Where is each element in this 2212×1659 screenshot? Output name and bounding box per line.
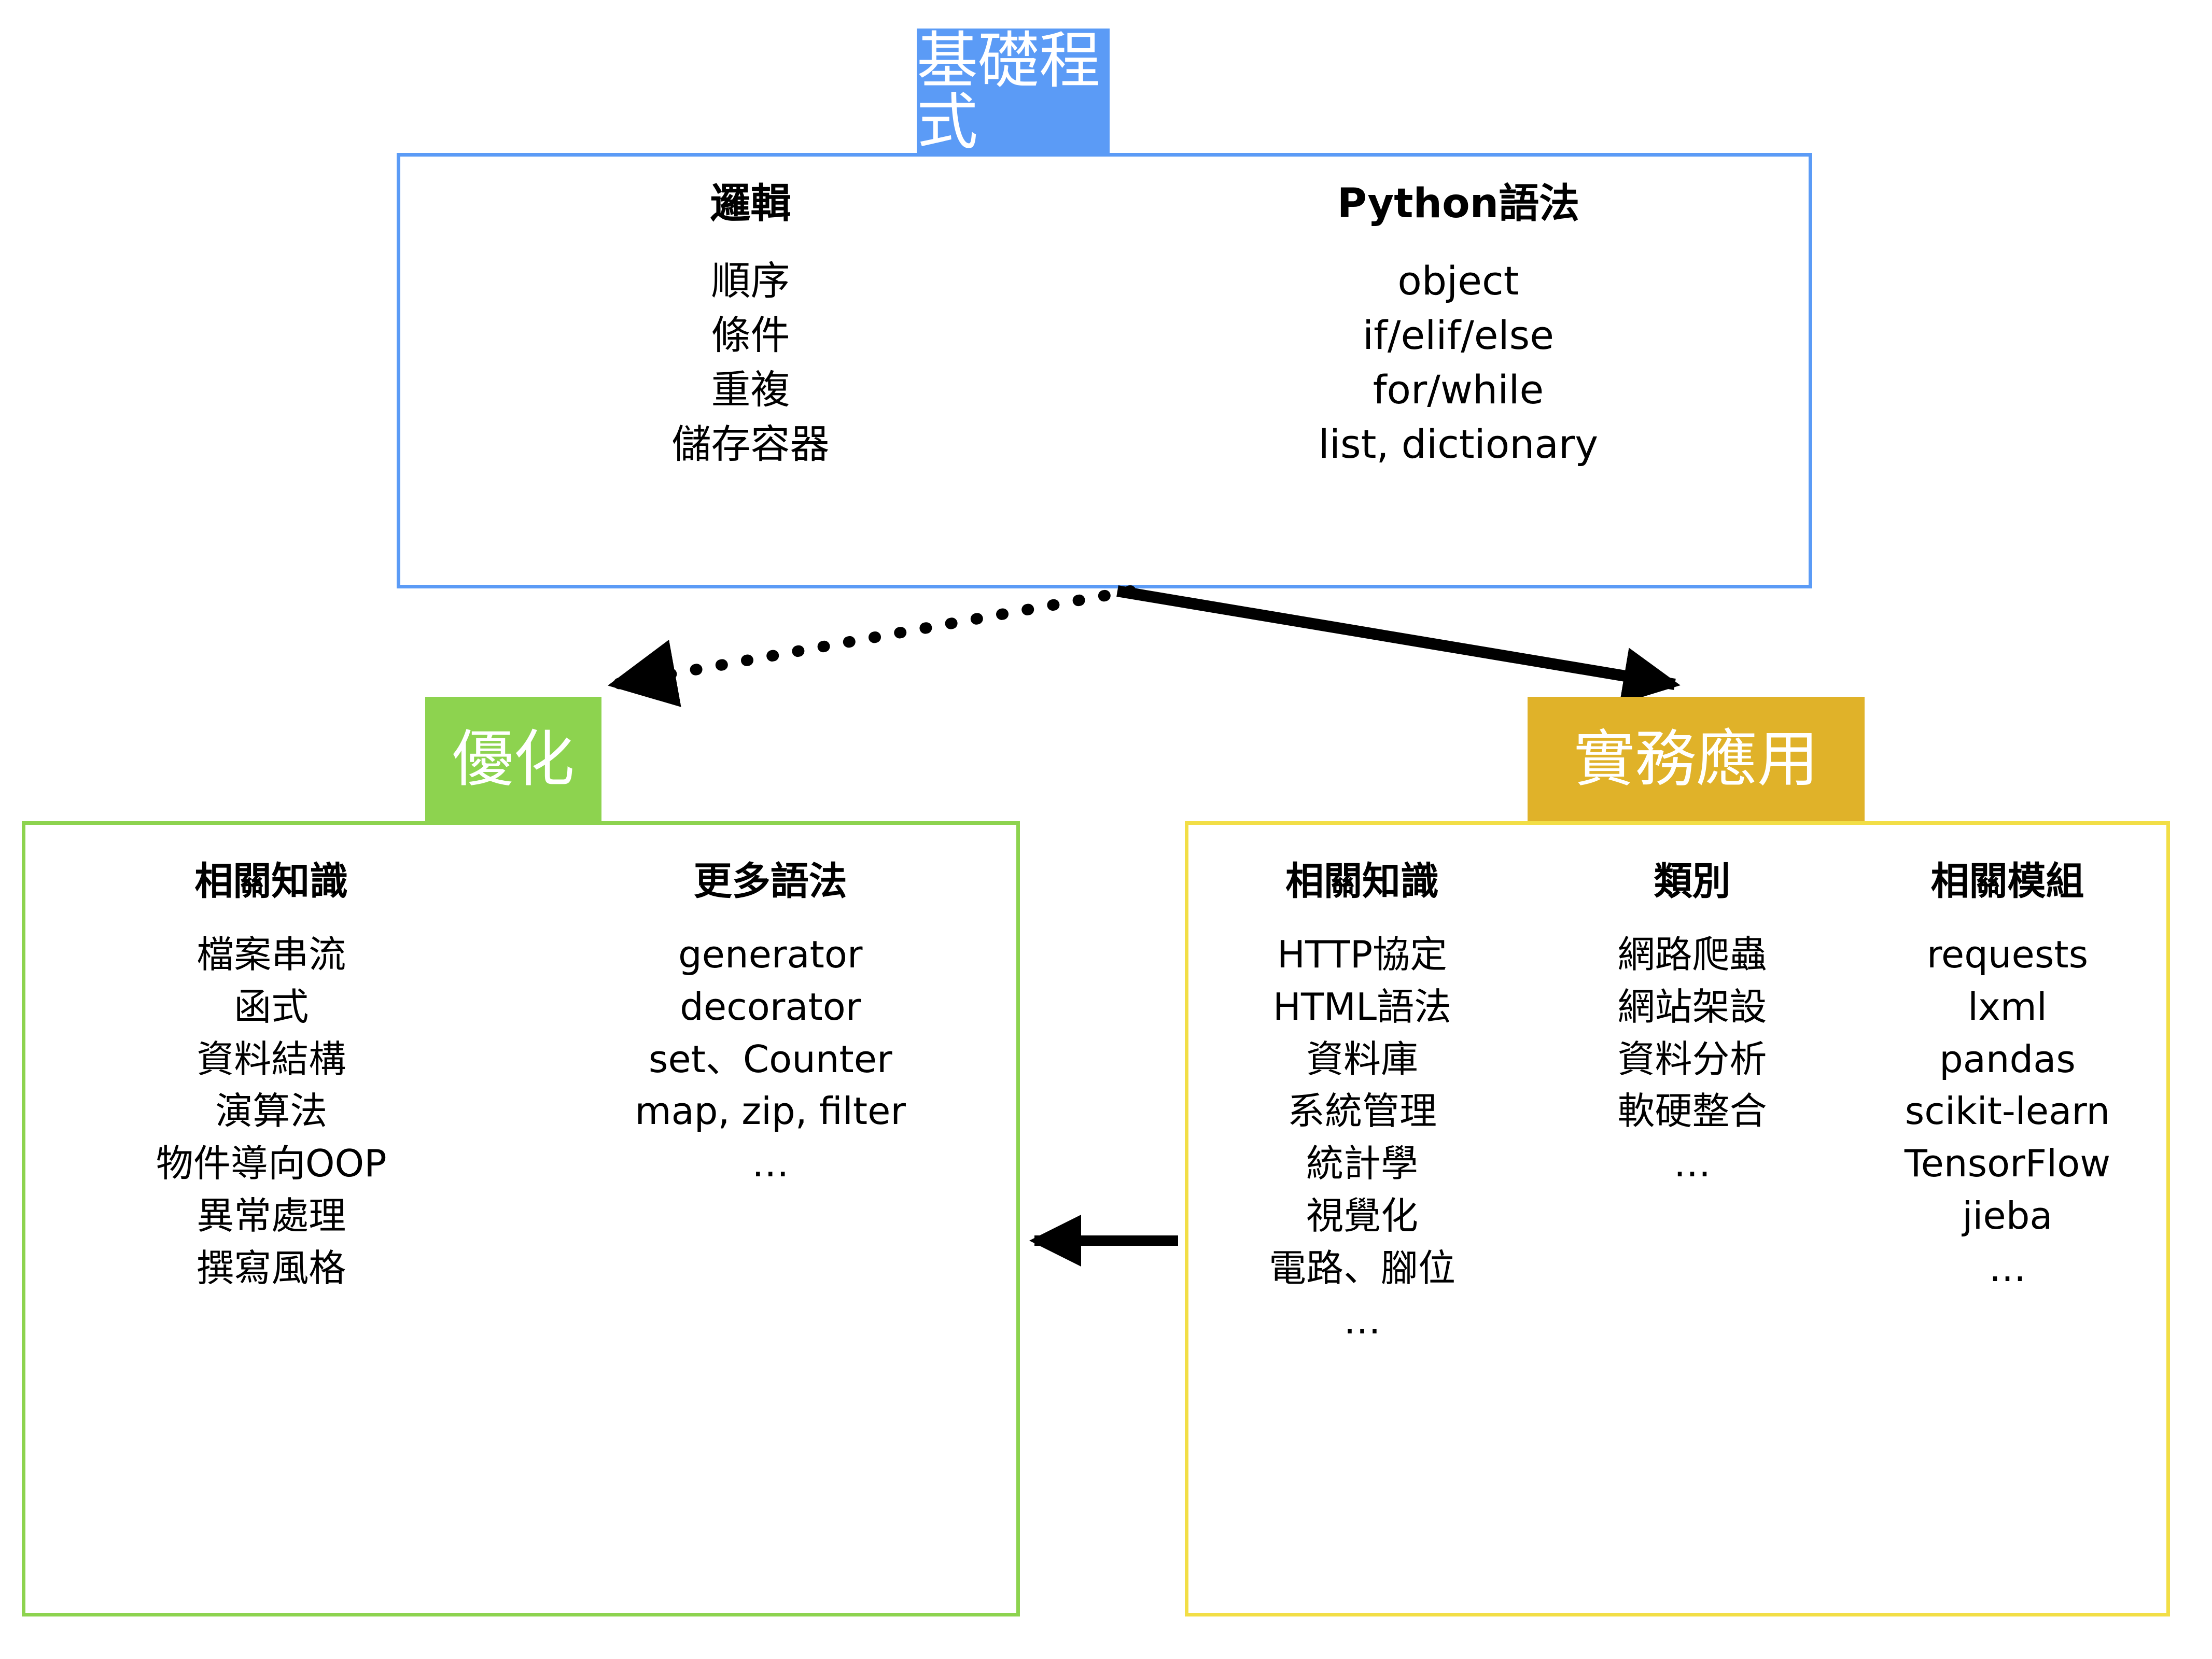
list-item: … <box>1673 1142 1711 1186</box>
list-item: … <box>1989 1246 2026 1290</box>
column-items: object if/elif/else for/while list, dict… <box>1319 254 1598 472</box>
list-item: 函式 <box>234 985 309 1029</box>
practice-column-related-modules: 相關模組 requests lxml pandas scikit-learn T… <box>1845 850 2170 1346</box>
panel-basics <box>397 153 1812 588</box>
badge-practice-label: 實務應用 <box>1573 723 1818 795</box>
column-header: 更多語法 <box>693 859 847 904</box>
list-item: 軟硬整合 <box>1617 1089 1767 1133</box>
list-item: 物件導向OOP <box>156 1142 387 1186</box>
column-header: 邏輯 <box>710 180 791 227</box>
list-item: HTML語法 <box>1272 985 1452 1029</box>
list-item: jieba <box>1962 1193 2053 1238</box>
list-item: 資料結構 <box>197 1037 346 1081</box>
list-item: map, zip, filter <box>635 1089 906 1133</box>
badge-practice: 實務應用 <box>1528 697 1865 821</box>
optimization-column-related-knowledge: 相關知識 檔案串流 函式 資料結構 演算法 物件導向OOP 異常處理 撰寫風格 <box>22 850 521 1295</box>
list-item: 撰寫風格 <box>197 1246 346 1290</box>
practice-column-category: 類別 網路爬蟲 網站架設 資料分析 軟硬整合 … <box>1539 850 1845 1346</box>
list-item: 儲存容器 <box>671 420 830 467</box>
practice-columns: 相關知識 HTTP協定 HTML語法 資料庫 系統管理 統計學 視覺化 電路、腳… <box>1185 850 2170 1346</box>
list-item: scikit-learn <box>1905 1089 2110 1133</box>
list-item: lxml <box>1968 985 2047 1029</box>
list-item: set、Counter <box>648 1037 892 1081</box>
list-item: requests <box>1926 933 2089 976</box>
list-item: 網路爬蟲 <box>1617 933 1767 976</box>
optimization-column-more-syntax: 更多語法 generator decorator set、Counter map… <box>521 850 1020 1295</box>
column-items: generator decorator set、Counter map, zip… <box>635 929 906 1190</box>
panel-optimization <box>22 821 1020 1616</box>
list-item: … <box>751 1142 789 1186</box>
column-header: 相關知識 <box>1285 859 1439 904</box>
badge-optimization-label: 優化 <box>452 723 575 795</box>
list-item: object <box>1397 258 1519 304</box>
arrow-basics-to-optimization <box>608 585 1136 707</box>
list-item: pandas <box>1939 1037 2076 1081</box>
basics-column-logic: 邏輯 順序 條件 重複 儲存容器 <box>397 171 1104 472</box>
list-item: 網站架設 <box>1617 985 1767 1029</box>
list-item: 演算法 <box>215 1089 328 1133</box>
column-header: 相關知識 <box>194 859 348 904</box>
column-items: requests lxml pandas scikit-learn Tensor… <box>1905 929 2110 1295</box>
list-item: 系統管理 <box>1287 1089 1437 1133</box>
list-item: list, dictionary <box>1318 420 1599 467</box>
column-header: 相關模組 <box>1930 859 2084 904</box>
column-header: Python語法 <box>1337 180 1580 227</box>
badge-basics: 基礎程式 <box>917 29 1110 154</box>
list-item: 資料分析 <box>1617 1037 1767 1081</box>
list-item: 重複 <box>711 366 790 413</box>
optimization-columns: 相關知識 檔案串流 函式 資料結構 演算法 物件導向OOP 異常處理 撰寫風格 … <box>22 850 1020 1295</box>
practice-column-related-knowledge: 相關知識 HTTP協定 HTML語法 資料庫 系統管理 統計學 視覺化 電路、腳… <box>1185 850 1539 1346</box>
badge-basics-label: 基礎程式 <box>917 25 1101 158</box>
column-items: HTTP協定 HTML語法 資料庫 系統管理 統計學 視覺化 電路、腳位 … <box>1269 929 1455 1346</box>
list-item: 順序 <box>711 258 790 304</box>
list-item: if/elif/else <box>1362 312 1555 358</box>
panel-practice <box>1185 821 2170 1616</box>
list-item: generator <box>678 933 863 976</box>
list-item: HTTP協定 <box>1277 933 1448 976</box>
column-items: 檔案串流 函式 資料結構 演算法 物件導向OOP 異常處理 撰寫風格 <box>156 929 387 1295</box>
list-item: 異常處理 <box>197 1193 346 1238</box>
list-item: TensorFlow <box>1904 1142 2111 1186</box>
column-items: 順序 條件 重複 儲存容器 <box>672 254 830 472</box>
list-item: 條件 <box>711 312 790 358</box>
arrow-basics-to-practice <box>1116 585 1681 704</box>
list-item: 電路、腳位 <box>1268 1246 1455 1290</box>
basics-column-python-syntax: Python語法 object if/elif/else for/while l… <box>1104 171 1812 472</box>
list-item: … <box>1343 1298 1381 1342</box>
column-header: 類別 <box>1654 859 1731 904</box>
list-item: 資料庫 <box>1306 1037 1418 1081</box>
badge-optimization: 優化 <box>425 697 601 821</box>
list-item: 視覺化 <box>1306 1193 1418 1238</box>
list-item: for/while <box>1373 366 1544 413</box>
column-items: 網路爬蟲 網站架設 資料分析 軟硬整合 … <box>1617 929 1767 1190</box>
list-item: decorator <box>680 985 861 1029</box>
list-item: 統計學 <box>1306 1142 1418 1186</box>
list-item: 檔案串流 <box>197 933 346 976</box>
basics-columns: 邏輯 順序 條件 重複 儲存容器 Python語法 object if/elif… <box>397 171 1812 472</box>
